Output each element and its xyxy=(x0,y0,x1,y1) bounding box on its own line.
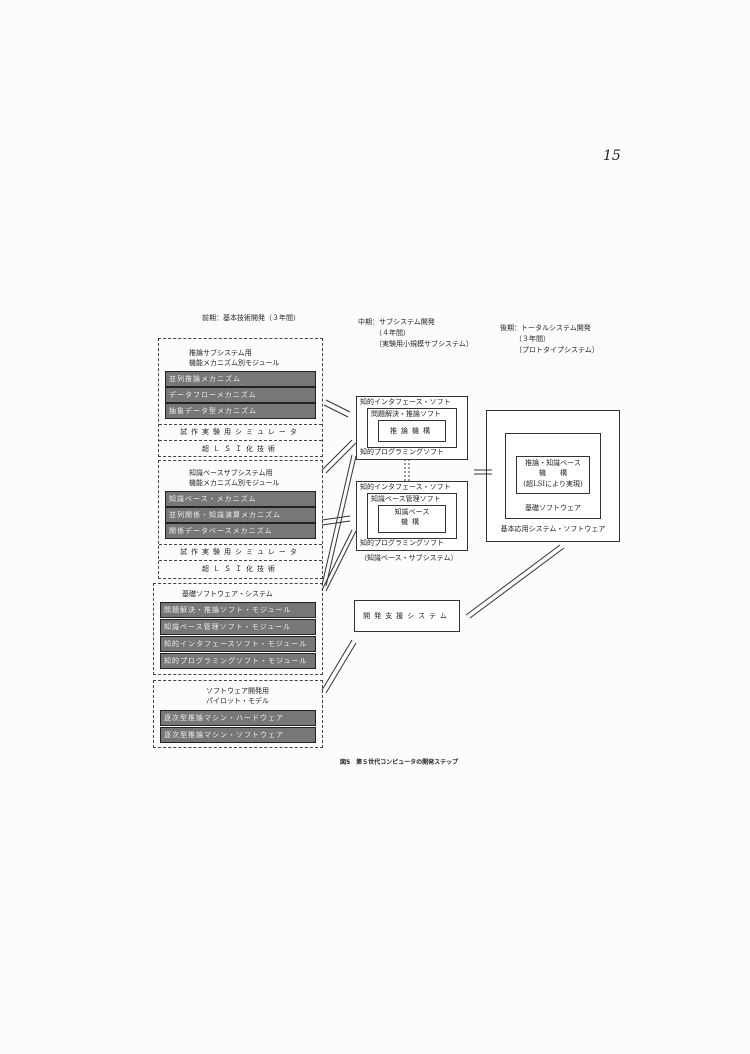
core-box: 推論・知識ベース 機 構 (超LSIにより実現) xyxy=(516,456,590,494)
box-title: 知識ベースサブシステム用 xyxy=(189,469,273,477)
arrow-double xyxy=(465,544,565,619)
inference-subsystem: 知的インタフェース・ソフト 問題解決・推論ソフト 推論機構 知的プログラミングソ… xyxy=(356,396,468,460)
inner-box: 問題解決・推論ソフト 推論機構 xyxy=(367,408,457,448)
box-title: 機能メカニズム別モジュール xyxy=(189,479,280,487)
phase-middle-title: 中期：サブシステム開発 xyxy=(358,318,435,326)
subsystem-caption: （知識ベース・サブシステム） xyxy=(360,554,458,562)
phase-early-title: 前期：基本技術開発（３年間） xyxy=(202,314,300,322)
core-label: (超LSIにより実現) xyxy=(523,480,583,488)
box-title: パイロット・モデル xyxy=(206,697,269,705)
knowledge-subsystem: 知的インタフェース・ソフト 知識ベース管理ソフト 知識ベース 機構 知的プログラ… xyxy=(356,481,468,551)
prototype-system: 推論・知識ベース 機 構 (超LSIにより実現) 基礎ソフトウェア 基本応用シス… xyxy=(486,410,620,542)
dev-support-system: 開発支援システム xyxy=(354,600,460,632)
module-bar: 逐次型推論マシン・ソフトウェア xyxy=(160,727,316,743)
phase-middle-years: （４年間） xyxy=(375,329,410,337)
box-title: 基礎ソフトウェア・システム xyxy=(182,590,273,598)
outer-label: 知的インタフェース・ソフト xyxy=(360,483,451,491)
phase-late-title: 後期：トータルシステム開発 xyxy=(500,324,591,332)
inference-module-box: 推論サブシステム用 機能メカニズム別モジュール 並列推論メカニズム データフロー… xyxy=(158,338,323,457)
phase-middle-note: 〔実験用小規模サブシステム〕 xyxy=(375,340,473,348)
core-box: 知識ベース 機構 xyxy=(378,505,446,533)
box-title: 推論サブシステム用 xyxy=(189,349,252,357)
core-label: 機 構 xyxy=(539,469,567,477)
phase-late-note: 〔プロトタイプシステム〕 xyxy=(515,346,599,354)
lsi-label: 超ＬＳＩ化技術 xyxy=(159,440,322,454)
page-number: 15 xyxy=(603,148,621,164)
arrow-double xyxy=(474,469,492,475)
outer-label: 知的インタフェース・ソフト xyxy=(360,398,451,406)
module-bar: 知的インタフェースソフト・モジュール xyxy=(160,636,316,652)
module-bar: 並列推論メカニズム xyxy=(165,371,316,387)
support-label: 開発支援システム xyxy=(363,612,451,620)
simulator-label: 試作実験用シミュレータ xyxy=(159,544,322,557)
core-label: 機構 xyxy=(401,518,423,526)
outer-label: 知的プログラミングソフト xyxy=(360,448,444,456)
pilot-model-box: ソフトウェア開発用 パイロット・モデル 逐次型推論マシン・ハードウェア 逐次型推… xyxy=(153,680,323,748)
module-bar: 問題解決・推論ソフト・モジュール xyxy=(160,602,316,618)
module-bar: 知識ベース管理ソフト・モジュール xyxy=(160,619,316,635)
figure-caption: 図5 第５世代コンピュータの開発ステップ xyxy=(340,759,459,766)
layer-label: 基礎ソフトウェア xyxy=(525,504,581,512)
core-label: 知識ベース xyxy=(394,508,430,516)
arrow-double xyxy=(321,529,357,592)
basic-software-layer: 推論・知識ベース 機 構 (超LSIにより実現) 基礎ソフトウェア xyxy=(505,433,601,519)
arrow-double xyxy=(321,439,357,474)
core-box: 推論機構 xyxy=(378,420,446,442)
module-bar: 知的プログラミングソフト・モジュール xyxy=(160,653,316,669)
core-label: 推論・知識ベース xyxy=(525,459,581,467)
module-bar: 並列関係・知識演算メカニズム xyxy=(165,507,316,523)
layer-label: 基本応用システム・ソフトウェア xyxy=(500,525,606,533)
outer-label: 知的プログラミングソフト xyxy=(360,539,444,547)
module-bar: 抽象データ型メカニズム xyxy=(165,403,316,419)
arrow-double xyxy=(321,639,357,694)
lsi-label: 超ＬＳＩ化技術 xyxy=(159,560,322,574)
core-label: 推論機構 xyxy=(390,427,434,435)
inner-label: 問題解決・推論ソフト xyxy=(371,410,441,418)
module-bar: 関係データベースメカニズム xyxy=(165,523,316,539)
inner-label: 知識ベース管理ソフト xyxy=(371,495,441,503)
module-bar: 逐次型推論マシン・ハードウェア xyxy=(160,710,316,726)
basic-software-box: 基礎ソフトウェア・システム 問題解決・推論ソフト・モジュール 知識ベース管理ソフ… xyxy=(153,583,323,675)
module-bar: データフローメカニズム xyxy=(165,387,316,403)
simulator-label: 試作実験用シミュレータ xyxy=(159,424,322,437)
arrow-double xyxy=(323,399,351,418)
connector xyxy=(404,459,410,481)
knowledge-module-box: 知識ベースサブシステム用 機能メカニズム別モジュール 知識ベース・メカニズム 並… xyxy=(158,460,323,579)
box-title: 機能メカニズム別モジュール xyxy=(189,359,280,367)
arrow-double xyxy=(321,454,357,587)
phase-late-years: （３年間） xyxy=(515,335,550,343)
inner-box: 知識ベース管理ソフト 知識ベース 機構 xyxy=(367,493,457,539)
box-title: ソフトウェア開発用 xyxy=(206,687,269,695)
module-bar: 知識ベース・メカニズム xyxy=(165,491,316,507)
